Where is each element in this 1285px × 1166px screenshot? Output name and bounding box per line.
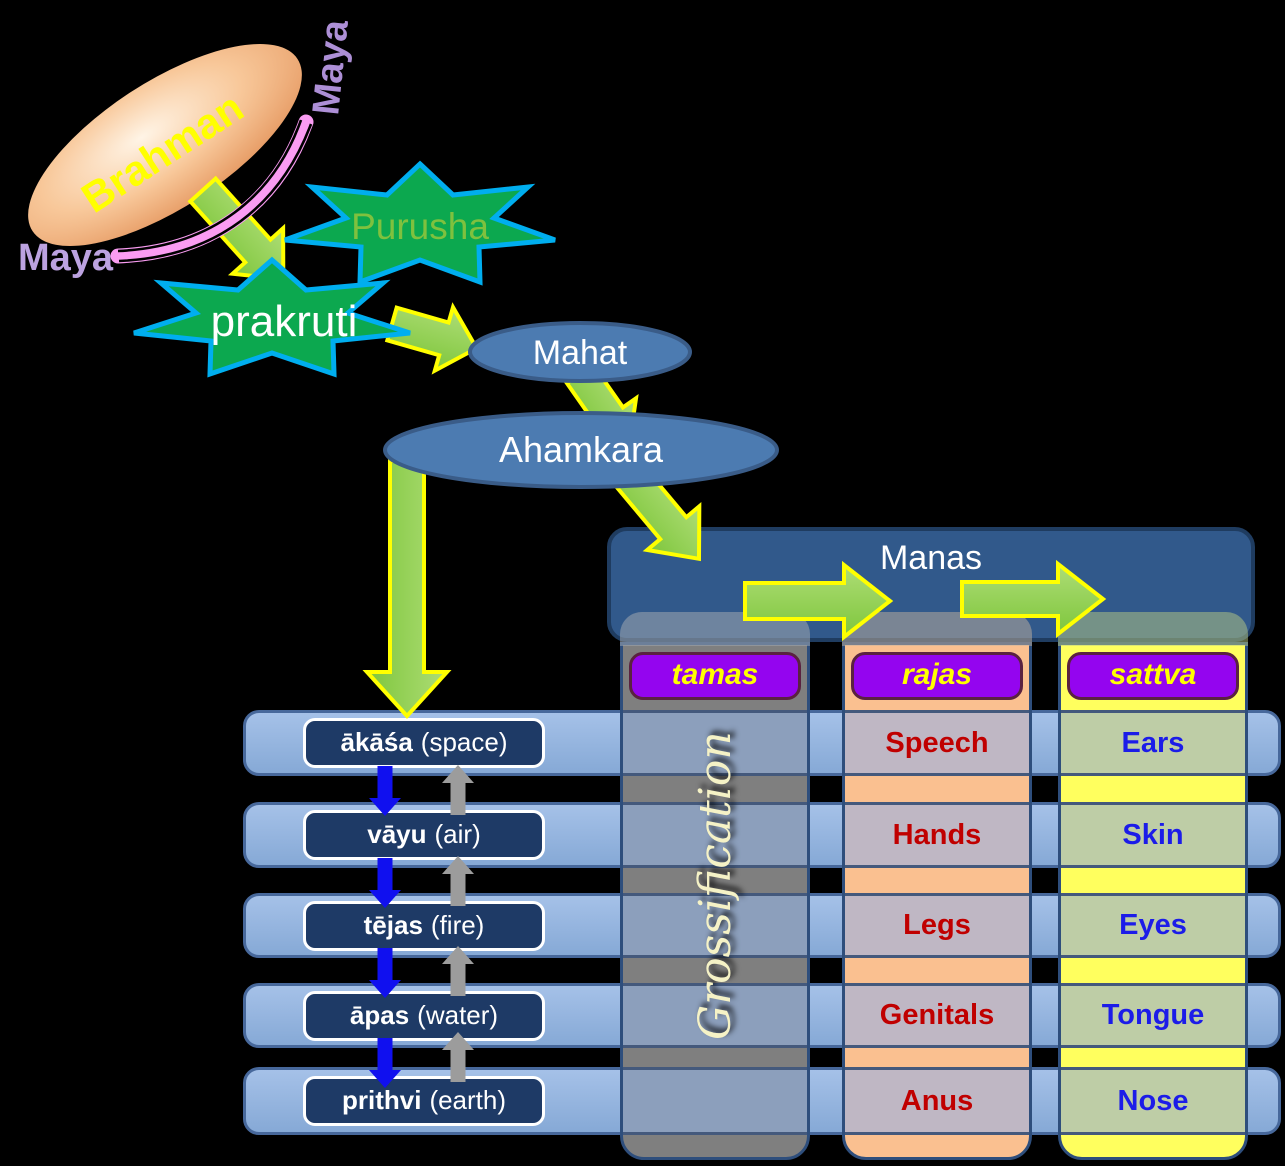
element-paren: (fire) xyxy=(430,910,485,940)
sattva-organ: Ears xyxy=(1061,710,1245,776)
element-vayu: vāyu(air) xyxy=(303,810,545,860)
sattva-organ: Skin xyxy=(1061,802,1245,868)
tamas-cell xyxy=(623,1067,807,1135)
tamas-cell xyxy=(623,893,807,958)
brahman-ellipse xyxy=(28,44,302,246)
maya-label-bottom: Maya xyxy=(18,237,114,279)
mahat-node: Mahat xyxy=(468,321,692,383)
arrow-ahamkara-to-elements xyxy=(362,459,452,719)
element-akasha: ākāśa(space) xyxy=(303,718,545,768)
brahman-label: Brahman xyxy=(73,83,251,222)
arrow-prakruti-to-mahat xyxy=(384,302,480,375)
rajas-organ: Legs xyxy=(845,893,1029,958)
arrow-mahat-to-ahamkara xyxy=(564,362,639,447)
tamas-label: tamas xyxy=(629,652,801,700)
rajas-organ: Speech xyxy=(845,710,1029,776)
rajas-organ: Anus xyxy=(845,1067,1029,1135)
element-tejas: tējas(fire) xyxy=(303,901,545,951)
mahat-ellipse xyxy=(468,321,692,383)
element-name: ākāśa xyxy=(340,727,413,757)
tamas-cell xyxy=(623,710,807,776)
tamas-cell xyxy=(623,802,807,868)
manas-label: Manas xyxy=(879,539,983,577)
element-name: āpas xyxy=(349,1000,410,1030)
sattva-organ: Nose xyxy=(1061,1067,1245,1135)
element-name: tējas xyxy=(363,910,423,940)
rajas-organ: Hands xyxy=(845,802,1029,868)
purusha-label: Purusha xyxy=(351,206,489,247)
tamas-column-cap xyxy=(620,612,810,646)
element-paren: (space) xyxy=(420,727,508,757)
element-prithvi: prithvi(earth) xyxy=(303,1076,545,1126)
prakruti-label: prakruti xyxy=(211,297,358,346)
element-paren: (water) xyxy=(417,1000,499,1030)
ahamkara-node: Ahamkara xyxy=(383,411,779,489)
element-name: vāyu xyxy=(367,819,427,849)
arrow-brahman-to-prakruti xyxy=(187,175,286,282)
rajas-organ: Genitals xyxy=(845,983,1029,1048)
maya-arc xyxy=(110,114,314,264)
element-paren: (earth) xyxy=(429,1085,507,1115)
maya-label-top: Maya xyxy=(305,17,357,117)
sattva-column-cap xyxy=(1058,612,1248,646)
sattva-label: sattva xyxy=(1067,652,1239,700)
ahamkara-label: Ahamkara xyxy=(499,429,664,470)
sattva-organ: Eyes xyxy=(1061,893,1245,958)
element-name: prithvi xyxy=(341,1085,422,1115)
grossification-label: Grossification xyxy=(690,731,741,1040)
prakruti-star: prakruti xyxy=(133,256,411,378)
element-apas: āpas(water) xyxy=(303,991,545,1041)
sattva-organ: Tongue xyxy=(1061,983,1245,1048)
mahat-label: Mahat xyxy=(533,334,628,372)
element-paren: (air) xyxy=(434,819,481,849)
rajas-label: rajas xyxy=(851,652,1023,700)
tamas-cell xyxy=(623,983,807,1048)
rajas-column-cap xyxy=(842,612,1032,646)
purusha-star: Purusha xyxy=(284,160,556,286)
ahamkara-ellipse xyxy=(383,411,779,489)
